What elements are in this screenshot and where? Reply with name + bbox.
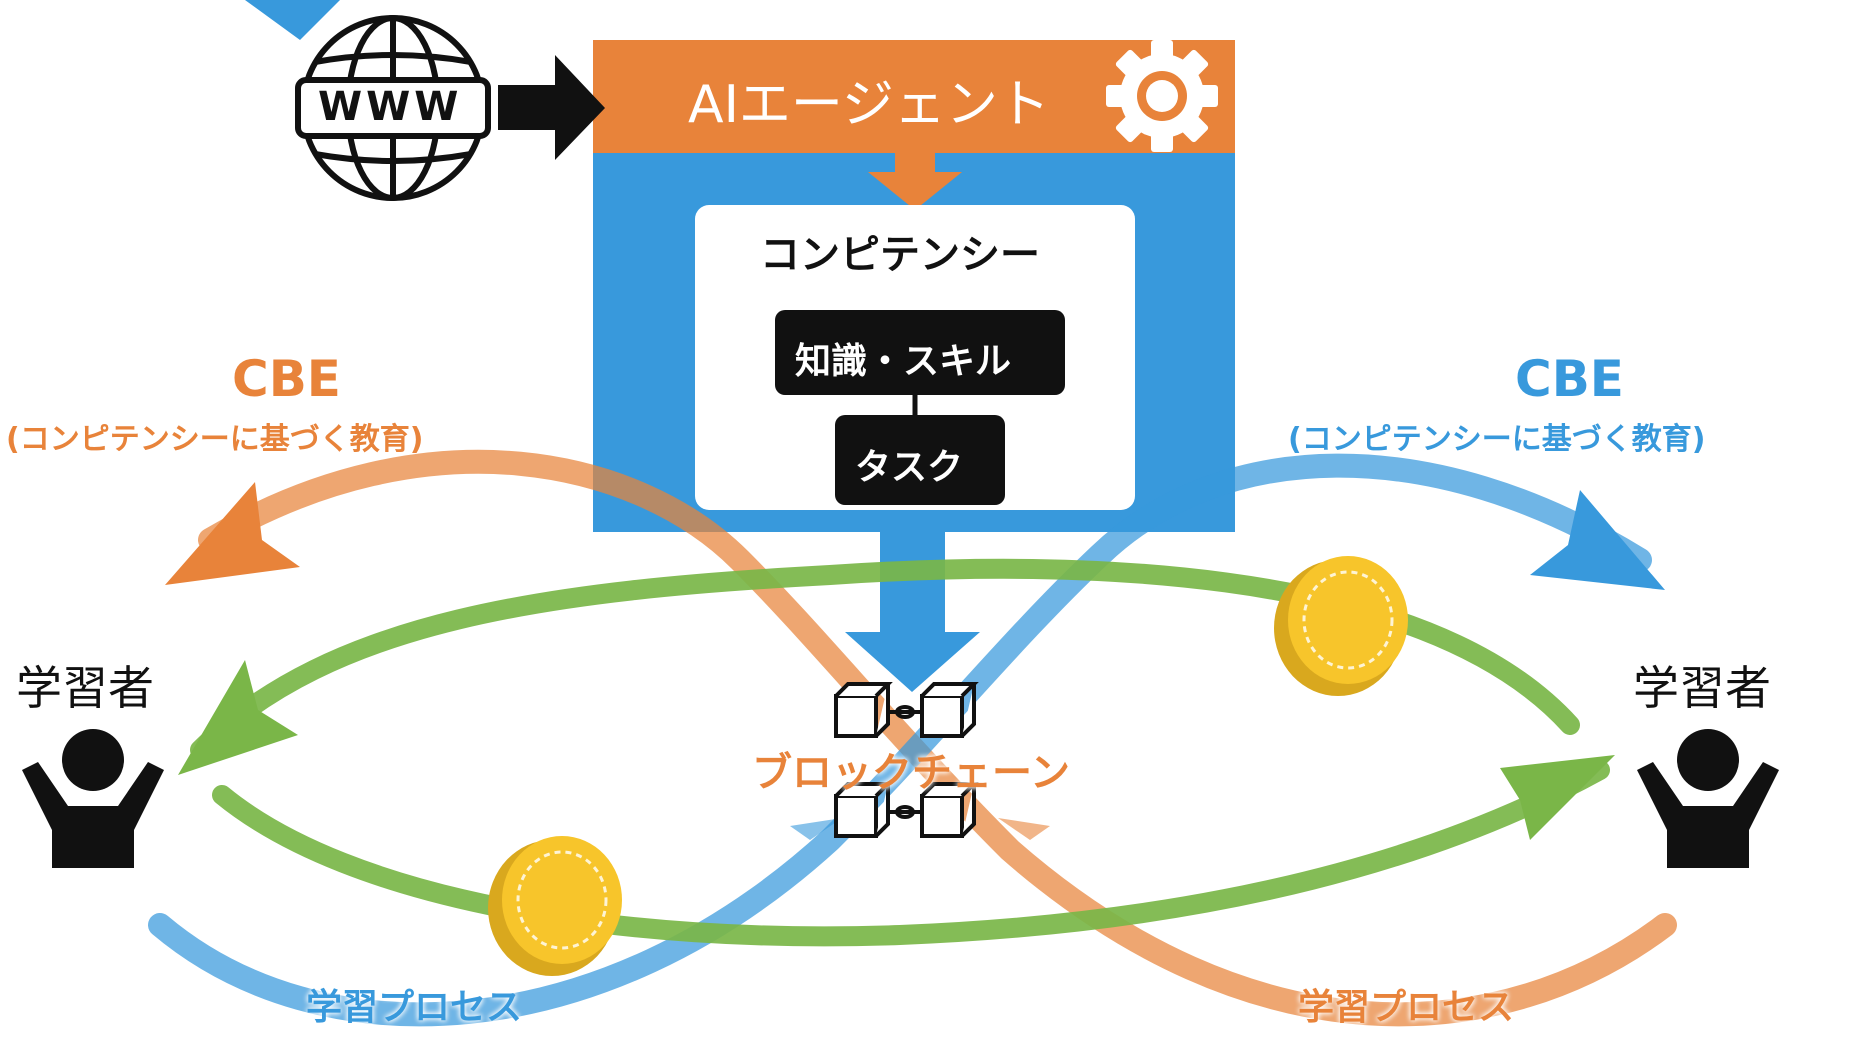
gear-icon (1106, 40, 1218, 152)
process-left-label: 学習プロセス (306, 987, 523, 1028)
cbe-right-subtitle: (コンピテンシーに基づく教育) (1288, 422, 1706, 457)
blue-arrowhead-center (790, 818, 842, 840)
coin-icon (488, 836, 622, 976)
task-label: タスク (855, 447, 964, 488)
learner-left-label: 学習者 (16, 661, 154, 715)
agent-title: AIエージェント (688, 75, 1050, 135)
knowledge-skill-label: 知識・スキル (795, 341, 1012, 382)
agent-to-blockchain-arrow (845, 530, 980, 692)
blue-arrowhead-right (1530, 490, 1665, 590)
green-flow-lower (212, 760, 1610, 947)
orange-arrowhead-left (165, 482, 300, 585)
blockchain-icon (834, 682, 979, 838)
blockchain-label: ブロックチェーン (752, 750, 1070, 796)
competency-title: コンピテンシー (760, 232, 1040, 278)
www-band (295, 77, 491, 139)
process-right-label: 学習プロセス (1298, 987, 1515, 1028)
www-label: WWW (318, 84, 463, 130)
cbe-right-title: CBE (1515, 350, 1624, 408)
person-raised-arms-icon (1637, 729, 1779, 868)
person-raised-arms-icon (22, 729, 164, 868)
agent-to-competency-arrow (868, 150, 962, 210)
green-arrowhead-right (1500, 755, 1615, 840)
cbe-left-title: CBE (232, 350, 341, 408)
ribbon-fragment (245, 0, 340, 40)
knowledge-skill-box (775, 310, 1065, 395)
web-to-agent-arrow (498, 55, 605, 160)
orange-arrowhead-center (998, 818, 1050, 840)
coin-icon (1274, 556, 1408, 696)
learner-right-label: 学習者 (1633, 661, 1771, 715)
green-arrowhead-left (178, 660, 298, 775)
task-box (835, 415, 1005, 505)
cbe-left-subtitle: (コンピテンシーに基づく教育) (6, 422, 424, 457)
